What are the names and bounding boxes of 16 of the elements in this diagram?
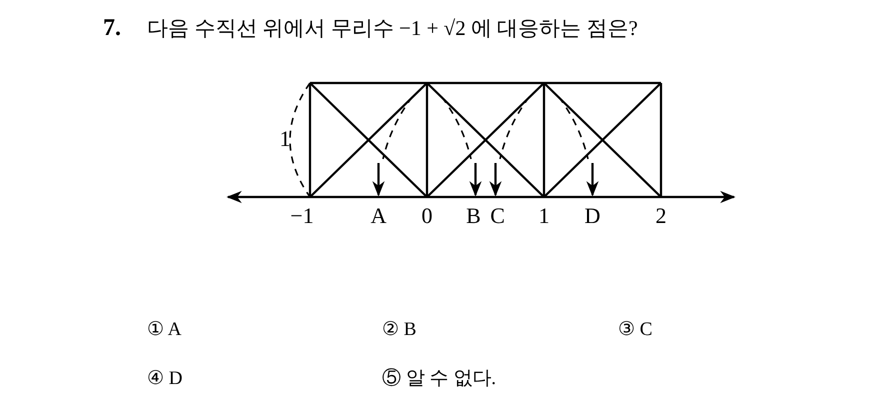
- answer-choice: ① A: [147, 320, 182, 339]
- side-length-label: 1: [280, 128, 290, 150]
- axis-label: B: [466, 205, 481, 227]
- axis-label: C: [490, 205, 505, 227]
- axis-label: A: [370, 205, 386, 227]
- answer-choice: ④ D: [147, 369, 182, 388]
- question-number: 7.: [103, 16, 121, 40]
- axis-label: D: [584, 205, 600, 227]
- axis-label: 1: [538, 205, 550, 227]
- axis-label: 0: [422, 205, 432, 227]
- answer-choice: ② B: [382, 320, 416, 339]
- axis-label: −1: [290, 205, 314, 227]
- axis-label: 2: [656, 205, 666, 227]
- answer-choice: ⑤ 알 수 없다.: [382, 369, 496, 388]
- answer-choice: ③ C: [618, 320, 652, 339]
- question-text: 다음 수직선 위에서 무리수 −1 + √2 에 대응하는 점은?: [147, 18, 638, 39]
